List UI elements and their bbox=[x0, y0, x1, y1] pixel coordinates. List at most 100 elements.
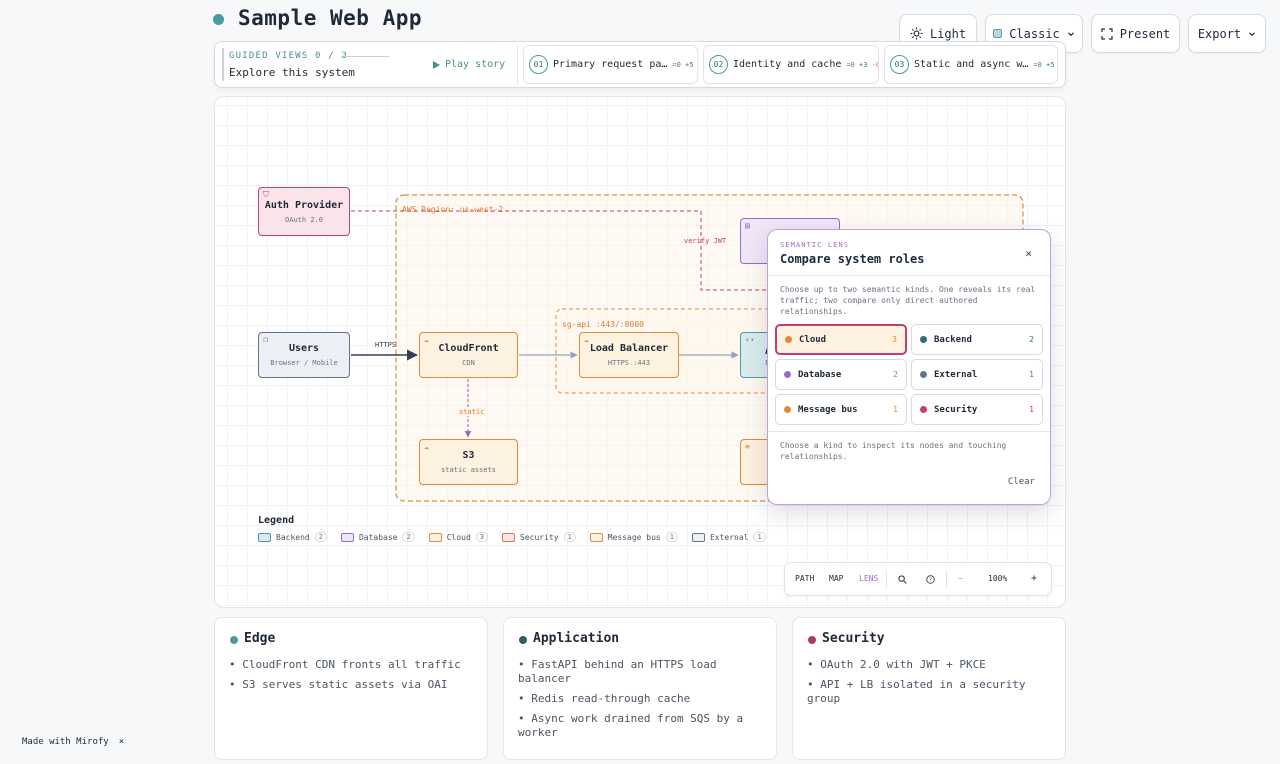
shield-icon: ⛉ bbox=[263, 190, 269, 199]
step-stats: =0 +5 -0 bbox=[1033, 60, 1055, 69]
lens-help-text: Choose a kind to inspect its nodes and t… bbox=[780, 441, 1007, 461]
style-classic-label: Classic bbox=[1009, 26, 1060, 41]
theme-light-label: Light bbox=[929, 26, 967, 41]
export-label: Export bbox=[1197, 26, 1242, 41]
mode-path-button[interactable]: PATH bbox=[795, 574, 815, 583]
present-label: Present bbox=[1119, 26, 1171, 41]
card-title: Security bbox=[822, 631, 885, 646]
step-title: Primary request pa… bbox=[553, 59, 668, 70]
cloud-icon: ☁ bbox=[584, 335, 589, 344]
zoom-out-button[interactable]: − bbox=[958, 574, 963, 583]
step-number: 03 bbox=[890, 55, 909, 74]
style-swatch-icon bbox=[993, 29, 1003, 38]
guided-step-2[interactable]: 02 Identity and cache =0 +3 -0 bbox=[703, 45, 879, 84]
chevron-down-icon bbox=[1067, 31, 1074, 36]
edge-label-https: HTTPS bbox=[375, 341, 397, 349]
svg-text:?: ? bbox=[929, 578, 932, 584]
edge-label-verify-jwt: verify JWT bbox=[684, 237, 727, 245]
semantic-lens-panel: SEMANTIC LENS Compare system roles × Cho… bbox=[767, 229, 1051, 505]
lens-title: Compare system roles bbox=[780, 252, 925, 266]
card-item: • Redis read-through cache bbox=[518, 692, 691, 705]
search-icon[interactable] bbox=[898, 575, 907, 584]
lens-kicker: SEMANTIC LENS bbox=[780, 241, 850, 249]
lens-clear-button[interactable]: Clear bbox=[1007, 477, 1035, 487]
mode-map-button[interactable]: MAP bbox=[829, 574, 844, 583]
sun-icon bbox=[910, 27, 923, 40]
card-item: • CloudFront CDN fronts all traffic bbox=[229, 658, 461, 671]
play-story-label: Play story bbox=[445, 59, 506, 70]
card-application: Application • FastAPI behind an HTTPS lo… bbox=[503, 617, 777, 760]
app-title: Sample Web App bbox=[238, 6, 423, 30]
node-load-balancer[interactable]: ☁ Load Balancer HTTPS :443 bbox=[579, 332, 679, 378]
step-number: 02 bbox=[709, 55, 728, 74]
card-item: • Async work drained from SQS by a worke… bbox=[518, 712, 744, 739]
guided-views-divider bbox=[517, 46, 518, 84]
lens-description: Choose up to two semantic kinds. One rev… bbox=[780, 285, 1036, 316]
made-with-close-button[interactable]: × bbox=[118, 737, 125, 747]
card-item: • FastAPI behind an HTTPS load balancer bbox=[518, 658, 717, 685]
guided-views-label: GUIDED VIEWS 0 / 3 bbox=[229, 51, 349, 61]
play-story-button[interactable]: Play story bbox=[433, 59, 505, 70]
card-edge: Edge • CloudFront CDN fronts all traffic… bbox=[214, 617, 488, 760]
guided-step-1[interactable]: 01 Primary request pa… =0 +5 -0 bbox=[523, 45, 698, 84]
app-title-dot bbox=[213, 14, 224, 25]
mode-lens-button[interactable]: LENS bbox=[859, 574, 879, 583]
edge-label-static: static bbox=[457, 408, 487, 416]
node-auth-provider[interactable]: ⛉ Auth Provider OAuth 2.0 bbox=[258, 187, 350, 236]
step-stats: =0 +5 -0 bbox=[672, 60, 694, 69]
view-controls-bar: PATH MAP LENS ? − 100% + bbox=[784, 562, 1052, 596]
database-icon: ▤ bbox=[745, 221, 750, 230]
card-title: Edge bbox=[244, 631, 276, 646]
cloud-icon: ☁ bbox=[424, 335, 429, 344]
security-group-label: sg-api :443/:8000 bbox=[562, 320, 644, 329]
card-item: • OAuth 2.0 with JWT + PKCE bbox=[807, 658, 986, 671]
step-number: 01 bbox=[529, 55, 548, 74]
guided-views-progress bbox=[341, 56, 389, 57]
cloud-icon: ☁ bbox=[424, 442, 429, 451]
code-icon: ‹› bbox=[745, 335, 755, 344]
zoom-in-button[interactable]: + bbox=[1031, 573, 1038, 584]
guided-views-subtitle: Explore this system bbox=[229, 66, 355, 79]
zoom-level: 100% bbox=[988, 574, 1008, 583]
fullscreen-icon bbox=[1101, 27, 1113, 40]
step-stats: =0 +3 -0 bbox=[846, 60, 878, 69]
guided-views-bar: GUIDED VIEWS 0 / 3 Explore this system P… bbox=[214, 41, 1066, 88]
export-dropdown[interactable]: Export bbox=[1188, 14, 1266, 53]
help-icon[interactable]: ? bbox=[926, 575, 935, 584]
guided-step-3[interactable]: 03 Static and async w… =0 +5 -0 bbox=[884, 45, 1058, 84]
edge-verify-jwt bbox=[351, 210, 775, 291]
users-icon: ❐ bbox=[263, 335, 268, 344]
play-icon bbox=[433, 60, 440, 69]
made-with-label[interactable]: Made with Mirofy bbox=[22, 737, 109, 747]
node-users[interactable]: ❐ Users Browser / Mobile bbox=[258, 332, 350, 378]
made-with-badge: Made with Mirofy × bbox=[22, 737, 124, 747]
chevron-down-icon bbox=[1249, 31, 1256, 36]
node-s3[interactable]: ☁ S3 static assets bbox=[419, 439, 518, 485]
card-item: • API + LB isolated in a security group bbox=[807, 678, 1026, 705]
step-title: Static and async w… bbox=[914, 59, 1029, 70]
node-cloudfront[interactable]: ☁ CloudFront CDN bbox=[419, 332, 518, 378]
guided-views-accent bbox=[222, 48, 224, 81]
lens-close-button[interactable]: × bbox=[1025, 247, 1032, 260]
region-group-label: AWS Region: us-west-2 bbox=[402, 205, 504, 214]
card-item: • S3 serves static assets via OAI bbox=[229, 678, 448, 691]
card-security: Security • OAuth 2.0 with JWT + PKCE • A… bbox=[792, 617, 1066, 760]
step-title: Identity and cache bbox=[733, 59, 842, 70]
queue-icon: ≡ bbox=[745, 442, 750, 451]
legend-title: Legend bbox=[258, 515, 295, 526]
card-title: Application bbox=[533, 631, 620, 646]
present-button[interactable]: Present bbox=[1091, 14, 1180, 53]
